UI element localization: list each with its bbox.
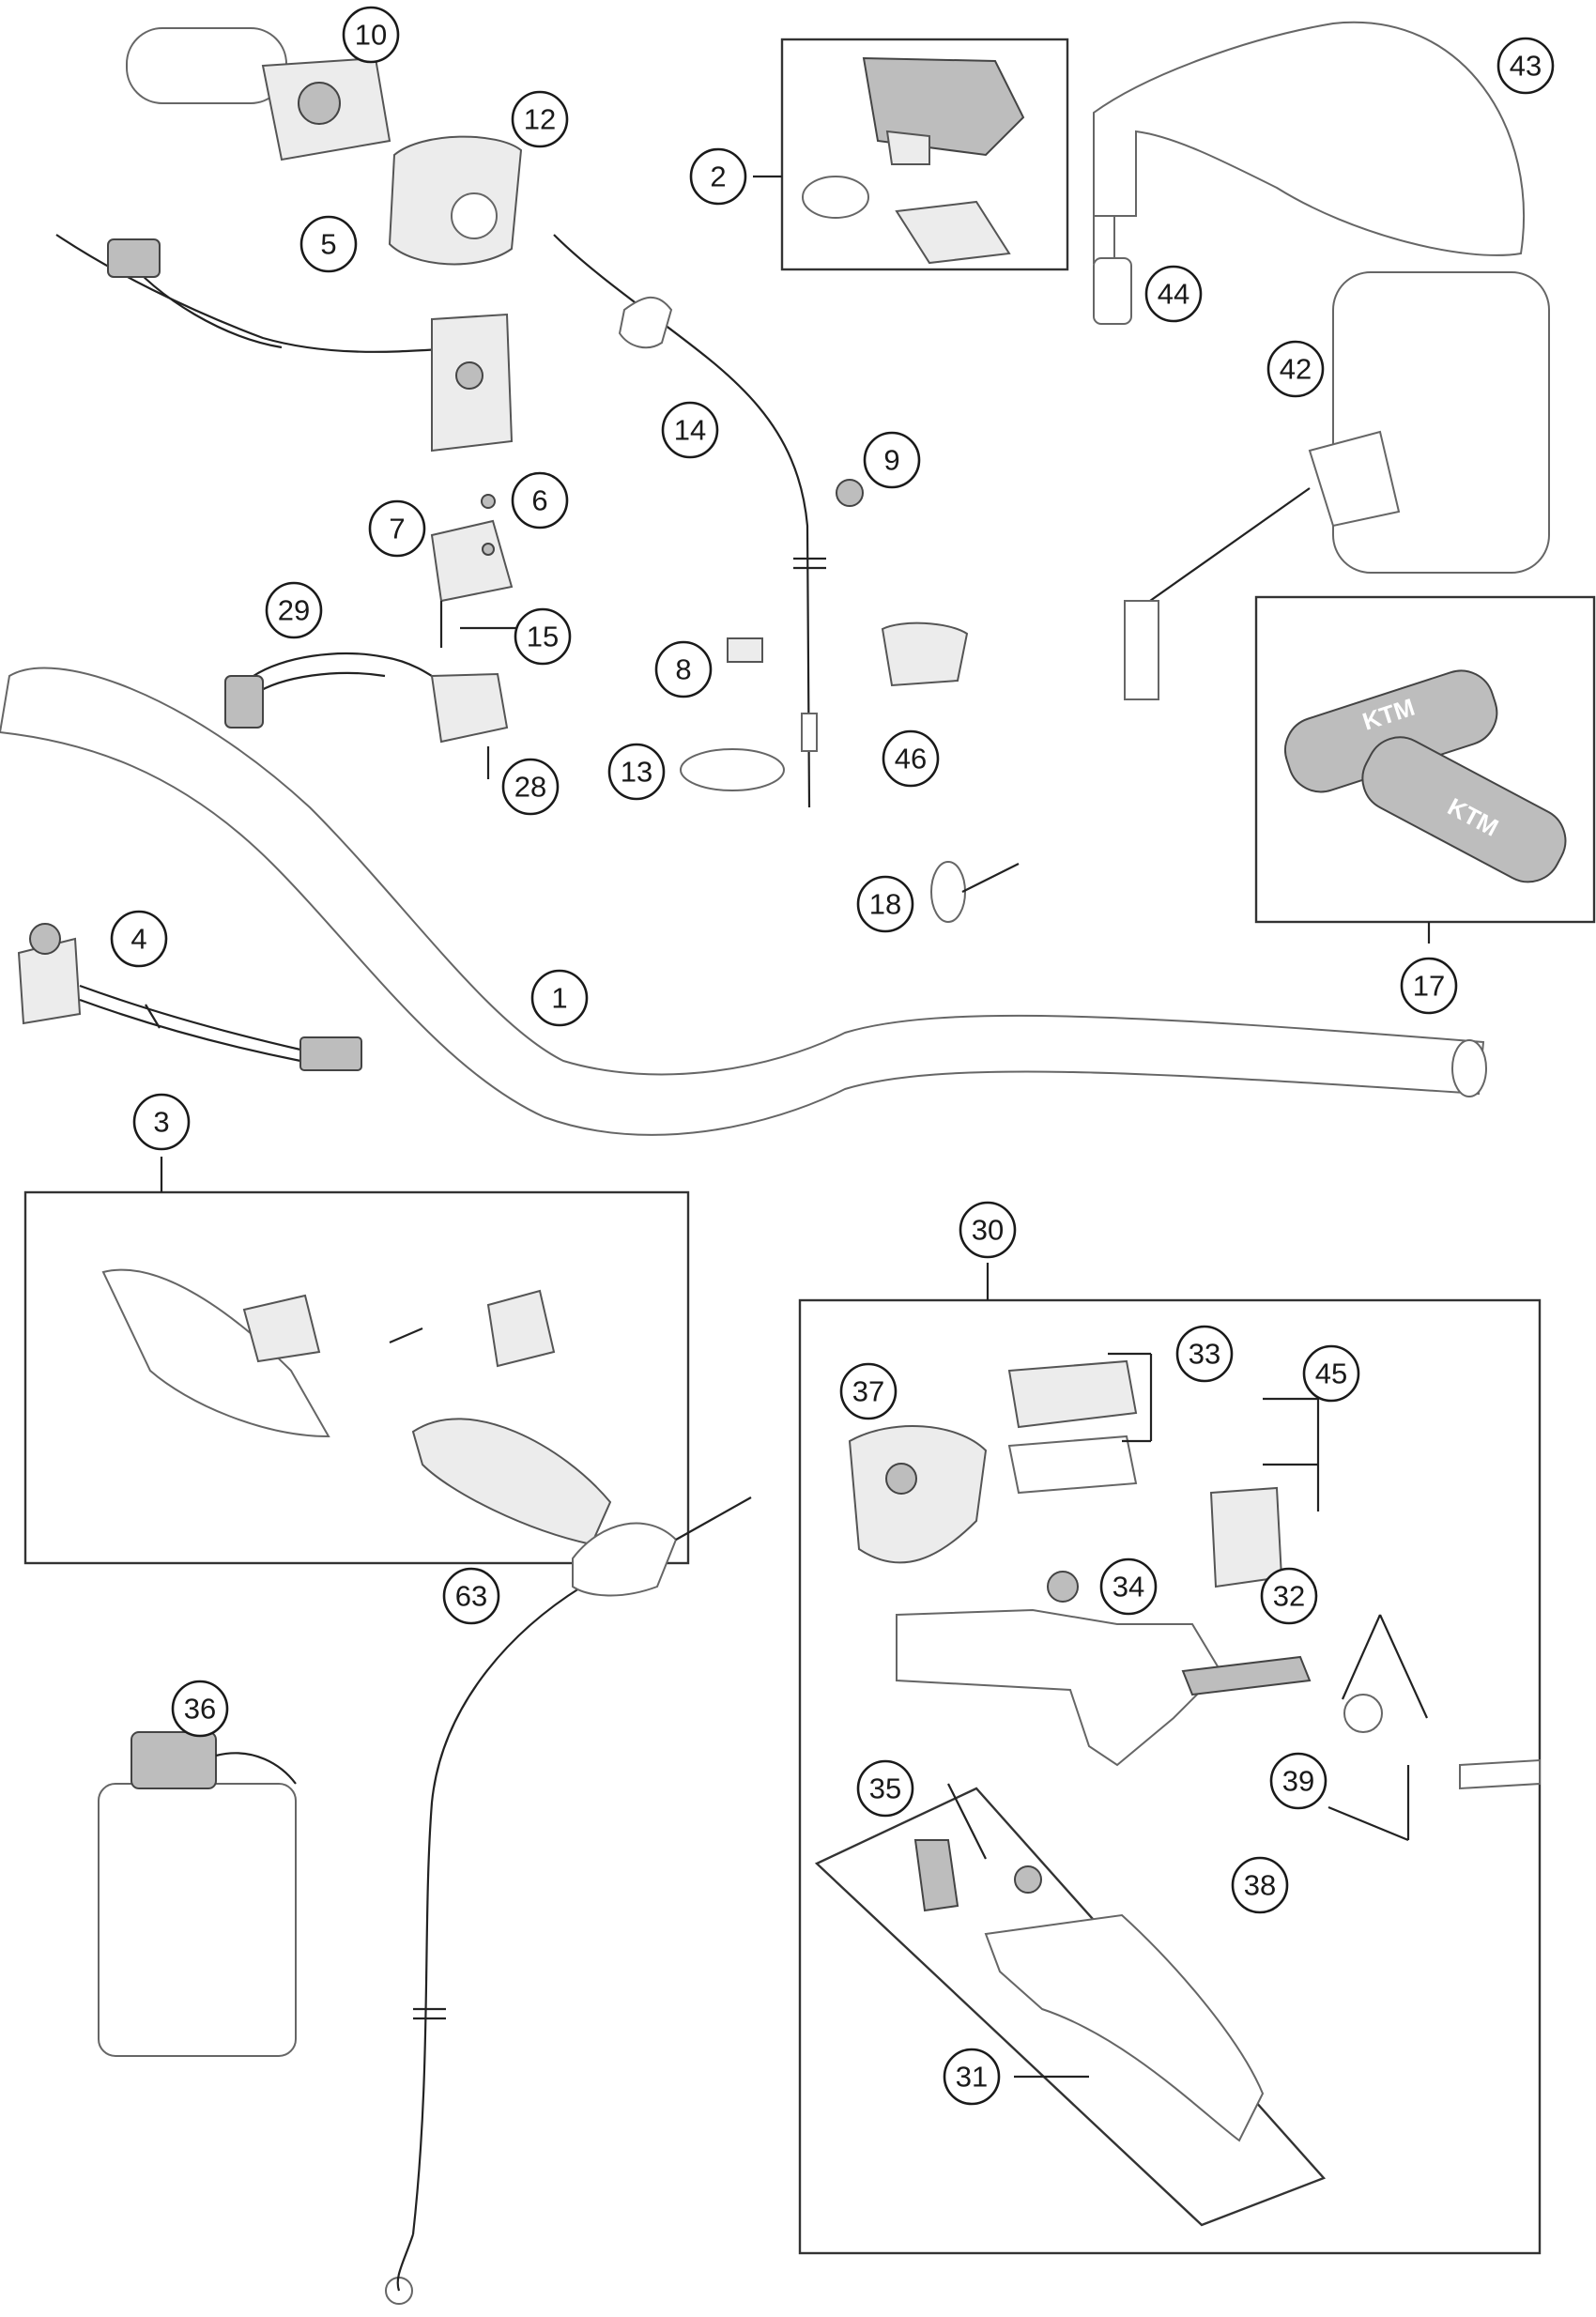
callout-8: 8 [654, 640, 713, 698]
callout-36-label: 36 [184, 1693, 216, 1726]
callout-18-label: 18 [869, 888, 901, 921]
callout-43-label: 43 [1510, 50, 1542, 83]
callout-5-label: 5 [320, 228, 336, 261]
callout-31: 31 [943, 2048, 1001, 2106]
callout-9: 9 [863, 431, 921, 489]
callout-44-label: 44 [1158, 278, 1189, 311]
callout-13: 13 [607, 743, 666, 801]
handlebar [0, 667, 1487, 1136]
callout-12-label: 12 [524, 103, 556, 136]
grips-box-17: KTM KTM [1254, 595, 1596, 924]
callout-63-label: 63 [455, 1580, 487, 1613]
callout-39-label: 39 [1282, 1765, 1314, 1798]
callout-44: 44 [1144, 265, 1203, 323]
callout-35: 35 [856, 1759, 914, 1818]
callout-5: 5 [299, 215, 358, 273]
callout-30-label: 30 [972, 1214, 1004, 1247]
callout-34-label: 34 [1113, 1571, 1144, 1603]
callout-1: 1 [530, 969, 589, 1027]
callout-42: 42 [1266, 340, 1325, 398]
callout-29: 29 [265, 581, 323, 639]
callout-35-label: 35 [869, 1772, 901, 1805]
cable-tie [930, 861, 1020, 923]
callout-4-label: 4 [130, 923, 146, 956]
callout-13-label: 13 [621, 756, 652, 789]
callout-33: 33 [1175, 1325, 1234, 1383]
callout-32: 32 [1260, 1567, 1318, 1625]
callout-10: 10 [342, 6, 400, 64]
callout-9-label: 9 [883, 444, 899, 477]
throttle-housing [126, 27, 391, 161]
callout-2: 2 [689, 147, 747, 206]
callout-37: 37 [839, 1362, 898, 1420]
callout-42-label: 42 [1280, 353, 1312, 386]
callout-28: 28 [501, 758, 560, 816]
switch-4 [17, 923, 362, 1071]
detail-box-2 [780, 38, 1069, 271]
callout-30: 30 [959, 1201, 1017, 1259]
callout-7-label: 7 [389, 513, 405, 545]
callout-15: 15 [514, 607, 572, 666]
callout-45-label: 45 [1315, 1358, 1347, 1390]
callout-10-label: 10 [355, 19, 387, 52]
callout-17-label: 17 [1413, 970, 1445, 1003]
throttle-cover [388, 135, 523, 266]
callout-2-label: 2 [710, 161, 726, 193]
switch-with-cable [55, 234, 514, 453]
callout-45: 45 [1302, 1344, 1360, 1403]
callout-38: 38 [1231, 1856, 1289, 1914]
callout-33-label: 33 [1189, 1338, 1220, 1371]
callout-31-label: 31 [956, 2061, 988, 2094]
callout-1-label: 1 [551, 982, 567, 1015]
callout-3-label: 3 [153, 1106, 169, 1139]
callout-43: 43 [1496, 37, 1555, 95]
callout-32-label: 32 [1273, 1580, 1305, 1613]
brake-line [385, 1496, 752, 2305]
callout-46: 46 [882, 729, 940, 788]
callout-18: 18 [856, 875, 914, 933]
callout-34: 34 [1099, 1557, 1158, 1616]
callout-14: 14 [661, 401, 719, 459]
callout-36: 36 [171, 1680, 229, 1738]
small-switch [430, 494, 514, 648]
callout-6: 6 [511, 471, 569, 529]
callout-12: 12 [511, 90, 569, 148]
mirror-42 [1124, 271, 1550, 700]
mirror-adapter [1093, 257, 1132, 325]
callout-4: 4 [110, 910, 168, 968]
callout-46-label: 46 [895, 743, 927, 775]
mirror-43 [1093, 21, 1526, 264]
cable-14 [553, 234, 969, 808]
callout-63: 63 [442, 1567, 500, 1625]
switch-cable-29 [224, 652, 509, 779]
master-cylinder-box-30 [798, 1298, 1542, 2255]
callout-37-label: 37 [852, 1375, 884, 1408]
callout-8-label: 8 [675, 653, 691, 686]
callout-15-label: 15 [527, 621, 559, 653]
callout-17: 17 [1400, 957, 1458, 1015]
callout-29-label: 29 [278, 594, 310, 627]
fluid-bottle [98, 1731, 297, 2057]
callout-7: 7 [368, 499, 426, 558]
leader-lines [160, 175, 1431, 2079]
callout-28-label: 28 [514, 771, 546, 804]
handguard-box-3 [23, 1190, 690, 1565]
callout-3: 3 [132, 1093, 191, 1151]
callout-38-label: 38 [1244, 1869, 1276, 1902]
callout-39: 39 [1269, 1752, 1327, 1810]
callout-6-label: 6 [531, 484, 547, 517]
callout-14-label: 14 [674, 414, 706, 447]
